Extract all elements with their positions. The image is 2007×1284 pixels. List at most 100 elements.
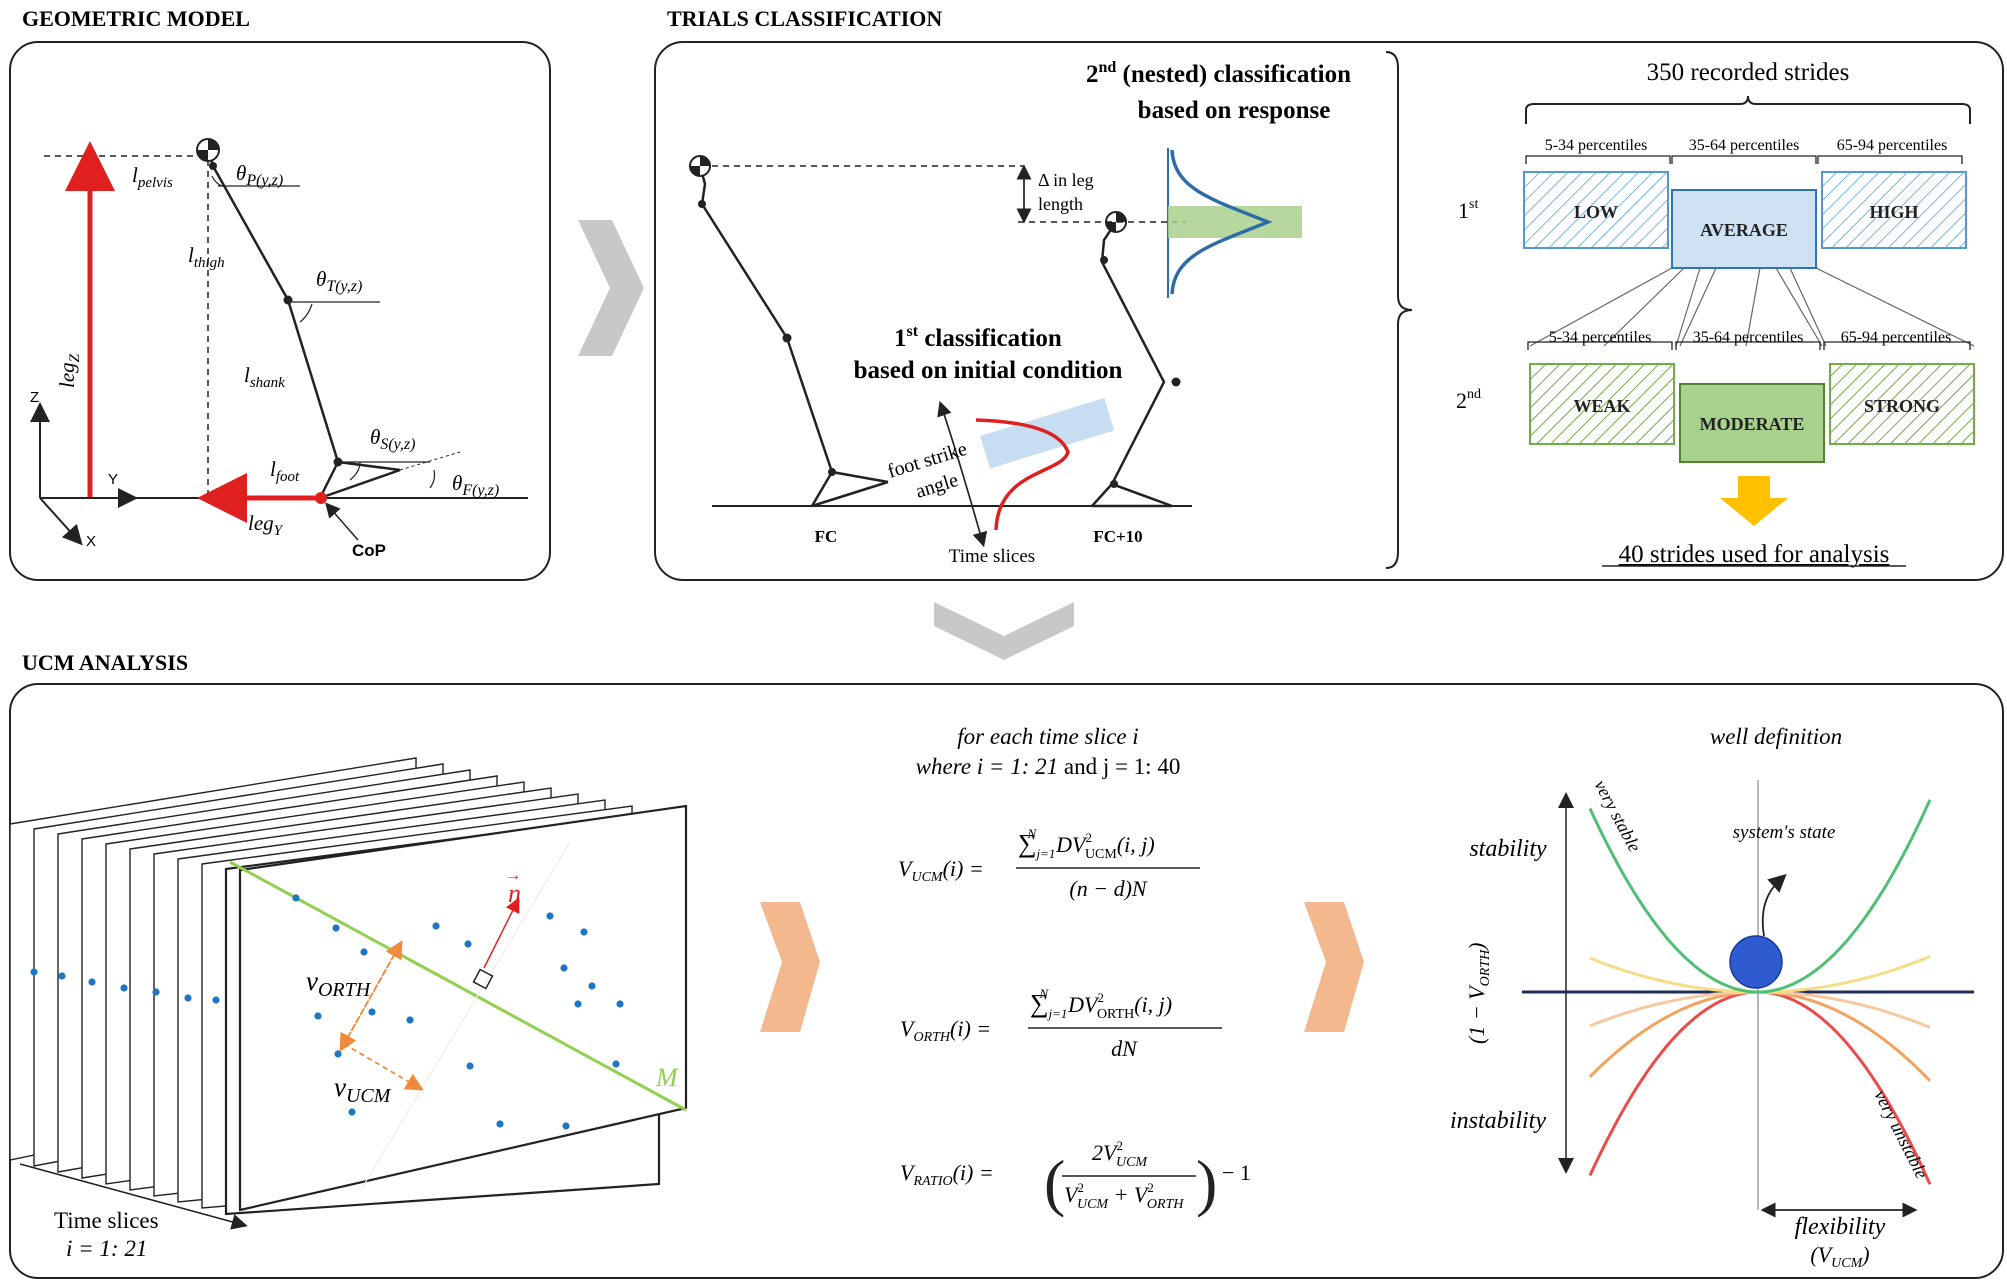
- strong-box: [1829, 363, 1975, 445]
- sample-point: [612, 1060, 620, 1068]
- vratio-den-a-sup: 2: [1077, 1180, 1084, 1195]
- svg-text:): ): [1196, 1147, 1217, 1218]
- geometric-model-title: GEOMETRIC MODEL: [22, 6, 250, 31]
- vratio-den-a: V: [1064, 1182, 1080, 1207]
- formulas: for each time slice i where i = 1: 21 an…: [898, 724, 1251, 1218]
- pelvis-marker-icon: [689, 155, 711, 177]
- vratio-den-plus: + V: [1108, 1182, 1150, 1207]
- svg-text:where i = 1: 21 and j = 1: 40: where i = 1: 21 and j = 1: 40: [916, 754, 1181, 779]
- vratio-lhs-arg: (i) =: [953, 1160, 994, 1185]
- percentile-label: 35-64 percentiles: [1689, 137, 1800, 154]
- vorth-den: dN: [1111, 1036, 1138, 1061]
- y-axis-sub: ORTH: [1478, 949, 1493, 986]
- trials-classification-panel: Δ in leg length 2nd (nested) classificat…: [654, 41, 2004, 581]
- vucm-sum-sup: N: [1026, 826, 1037, 841]
- formula-intro-line2b: and j = 1: 40: [1058, 754, 1180, 779]
- well-definition: well definition stability instability (1…: [1450, 724, 1974, 1271]
- vucm-num-arg: (i, j): [1117, 832, 1155, 857]
- vucm-sum-sub: j=1: [1035, 846, 1056, 861]
- svg-text:lshank: lshank: [244, 363, 285, 391]
- vorth-num-arg: (i, j): [1134, 992, 1172, 1017]
- vorth-sum-sub: j=1: [1047, 1006, 1068, 1021]
- vucm-lhs-sub: UCM: [911, 870, 943, 885]
- flexibility-label: flexibility: [1795, 1214, 1886, 1240]
- time-index-label: i = 1: 21: [66, 1236, 147, 1261]
- average-box: [1671, 189, 1817, 269]
- moderate-box: [1679, 383, 1825, 463]
- cop-label: CoP: [352, 541, 386, 560]
- l-pelvis-label: l: [132, 163, 138, 187]
- high-box: [1821, 171, 1967, 249]
- sample-point: [120, 984, 128, 992]
- chevron-right-icon: [1304, 902, 1364, 1032]
- percentile-label: 5-34 percentiles: [1545, 137, 1648, 154]
- sample-point: [30, 968, 38, 976]
- vucm-lhs: V: [898, 856, 914, 881]
- delta-leg-label: Δ in leg: [1038, 170, 1094, 190]
- formula-intro-line2a: where i = 1: 21: [916, 754, 1058, 779]
- trials-classification-title: TRIALS CLASSIFICATION: [667, 6, 942, 31]
- pelvis-marker-icon: [196, 138, 220, 162]
- first-title-line2: based on initial condition: [854, 357, 1123, 384]
- time-slice-frames: [9, 757, 688, 1216]
- axis-z-label: Z: [30, 389, 39, 406]
- svg-text:vUCM: vUCM: [334, 1072, 392, 1107]
- time-slices-axis-label: Time slices: [54, 1208, 159, 1233]
- svg-text:VRATIO(i) =: VRATIO(i) =: [900, 1160, 994, 1189]
- svg-text:VUCM(i) =: VUCM(i) =: [898, 856, 984, 885]
- l-foot-label: l: [270, 457, 276, 481]
- cop-point: [315, 492, 327, 504]
- v-orth-label: v: [306, 966, 318, 996]
- vorth-lhs-arg: (i) =: [950, 1016, 991, 1041]
- theta-t-label: θ: [316, 267, 326, 291]
- foot-strike-distribution-curve: [975, 418, 1070, 531]
- theta-s-label: θ: [370, 425, 380, 449]
- y-axis-label: (1 − V: [1464, 984, 1489, 1044]
- chevron-down-icon: [934, 602, 1074, 660]
- svg-text:θS(y,z): θS(y,z): [370, 425, 415, 453]
- first-title-sup: st: [907, 323, 919, 340]
- sample-point: [466, 1062, 474, 1070]
- sample-point: [464, 940, 472, 948]
- flex-sub: UCM: [1831, 1256, 1863, 1271]
- vorth-num-body-sub: ORTH: [1097, 1007, 1134, 1022]
- stability-label: stability: [1469, 836, 1547, 862]
- vucm-den: (n − d)N: [1069, 876, 1147, 901]
- vorth-num-body-sup: 2: [1097, 990, 1104, 1005]
- sample-point: [546, 912, 554, 920]
- svg-text:→: →: [505, 867, 521, 884]
- theta-p-sub: P(y,z): [245, 172, 283, 189]
- classification-bracket: [1385, 51, 1413, 569]
- l-shank-label: l: [244, 363, 250, 387]
- vucm-num-body-sub: UCM: [1085, 847, 1117, 862]
- first-title-text: classification: [918, 325, 1062, 352]
- curve-very-unstable: [1588, 799, 1932, 994]
- fc10-label: FC+10: [1093, 527, 1142, 546]
- delta-leg-label-line2: length: [1038, 194, 1083, 214]
- ucm-line-m: [229, 860, 687, 1112]
- sample-point: [580, 928, 588, 936]
- vorth-sum-sup: N: [1038, 986, 1049, 1001]
- sample-point: [406, 1016, 414, 1024]
- svg-text:(1 − VORTH): (1 − VORTH): [1464, 942, 1493, 1044]
- leg-z-sub: Z: [67, 353, 83, 362]
- sample-point: [88, 978, 96, 986]
- sample-point: [588, 982, 596, 990]
- average-box-label: AVERAGE: [1700, 220, 1788, 240]
- svg-text:lfoot: lfoot: [270, 457, 300, 485]
- flex-close: ): [1860, 1242, 1869, 1267]
- v-ucm-sub: UCM: [346, 1085, 392, 1107]
- sample-point: [562, 1122, 570, 1130]
- l-thigh-label: l: [188, 243, 194, 267]
- recorded-strides-label: 350 recorded strides: [1647, 59, 1850, 86]
- theta-f-sub: F(y,z): [461, 482, 499, 499]
- sample-point: [334, 1050, 342, 1058]
- vratio-tail: − 1: [1222, 1160, 1251, 1185]
- vorth-lhs: V: [900, 1016, 916, 1041]
- leg-y-label: leg: [248, 511, 274, 535]
- vucm-lhs-arg: (i) =: [943, 856, 984, 881]
- response-band: [1168, 206, 1302, 238]
- sample-point: [348, 1108, 356, 1116]
- vucm-num-body: DV: [1055, 832, 1088, 857]
